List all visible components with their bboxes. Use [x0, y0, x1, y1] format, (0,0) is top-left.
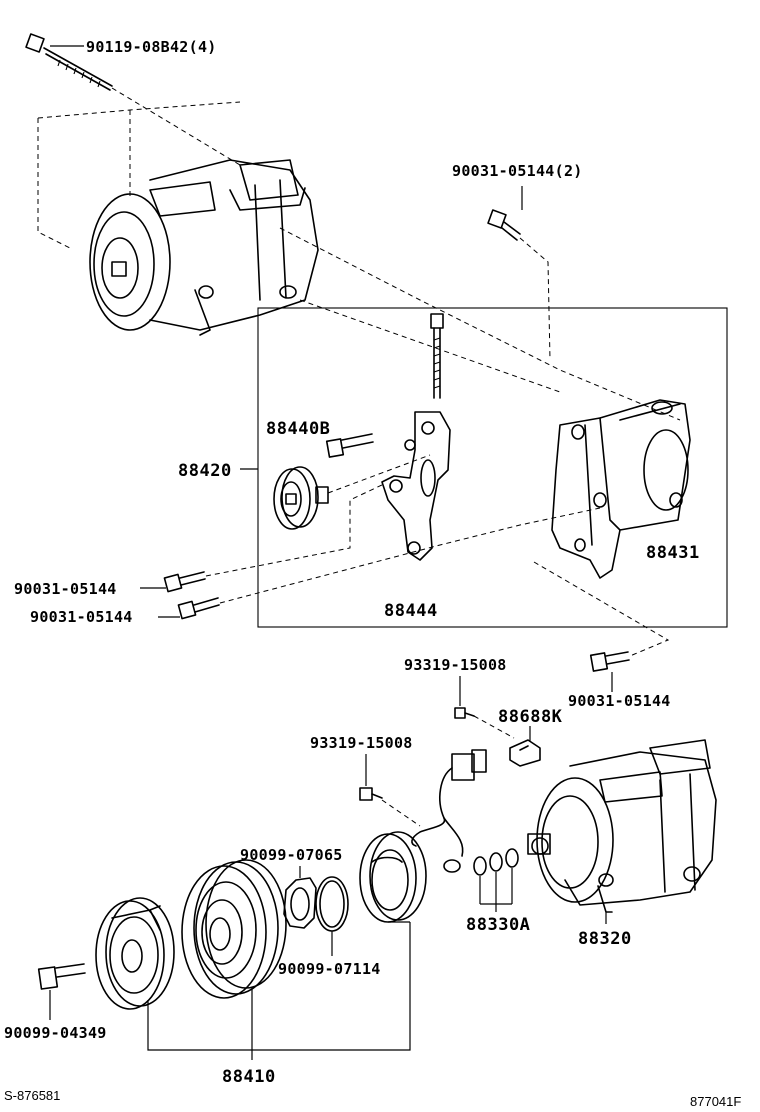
compressor-top-illustration	[89, 159, 319, 336]
bolt-left-2-icon	[177, 597, 220, 620]
label-idler: 88440B	[266, 419, 330, 439]
label-screw-lower: 93319-15008	[310, 734, 413, 752]
label-clutch-assy: 88410	[222, 1067, 276, 1087]
label-bolt-top: 90119-08B42(4)	[86, 38, 217, 56]
label-bracket-left: 88444	[384, 601, 438, 621]
label-bolt-right: 90031-05144	[568, 692, 671, 710]
sensor-connector-icon	[411, 749, 487, 873]
bracket-88444-icon	[381, 411, 451, 561]
bolt-left-1-icon	[163, 571, 206, 593]
screw-lower-icon	[359, 787, 383, 801]
footer-right-code: 877041F	[690, 1094, 741, 1109]
label-shims: 88330A	[466, 915, 530, 935]
label-bolt-left-1: 90031-05144	[14, 580, 117, 598]
bolt-right-icon	[589, 651, 630, 672]
vertical-bolt-icon	[430, 313, 444, 399]
compressor-bottom-illustration	[527, 739, 717, 913]
idler-bolt-icon	[325, 433, 374, 458]
label-bracket-assy: 88420	[178, 461, 232, 481]
label-clip: 88688K	[498, 707, 563, 727]
label-bolt-small-top: 90031-05144(2)	[452, 162, 583, 180]
shims-icon	[473, 848, 519, 876]
small-bolt-icon	[487, 209, 521, 241]
clutch-hub-icon	[95, 897, 175, 1010]
bracket-88431-icon	[551, 399, 691, 579]
clip-88688k-icon	[509, 739, 541, 767]
label-snap-ring-1: 90099-07065	[240, 846, 343, 864]
label-bolt-hub: 90099-04349	[4, 1024, 107, 1042]
bracket-assembly-box	[257, 307, 728, 628]
label-compressor: 88320	[578, 929, 632, 949]
screw-upper-icon	[454, 707, 475, 719]
hub-bolt-icon	[37, 963, 86, 990]
long-bolt-icon	[25, 33, 113, 91]
label-screw-upper: 93319-15008	[404, 656, 507, 674]
snap-ring-2-icon	[315, 876, 349, 932]
idler-pulley-icon	[273, 466, 329, 530]
footer-left-code: S-876581	[4, 1088, 60, 1103]
label-bolt-left-2: 90031-05144	[30, 608, 133, 626]
label-bracket-right: 88431	[646, 543, 700, 563]
label-snap-ring-2: 90099-07114	[278, 960, 381, 978]
snap-ring-1-icon	[283, 877, 317, 929]
pulley-icon	[181, 859, 287, 999]
